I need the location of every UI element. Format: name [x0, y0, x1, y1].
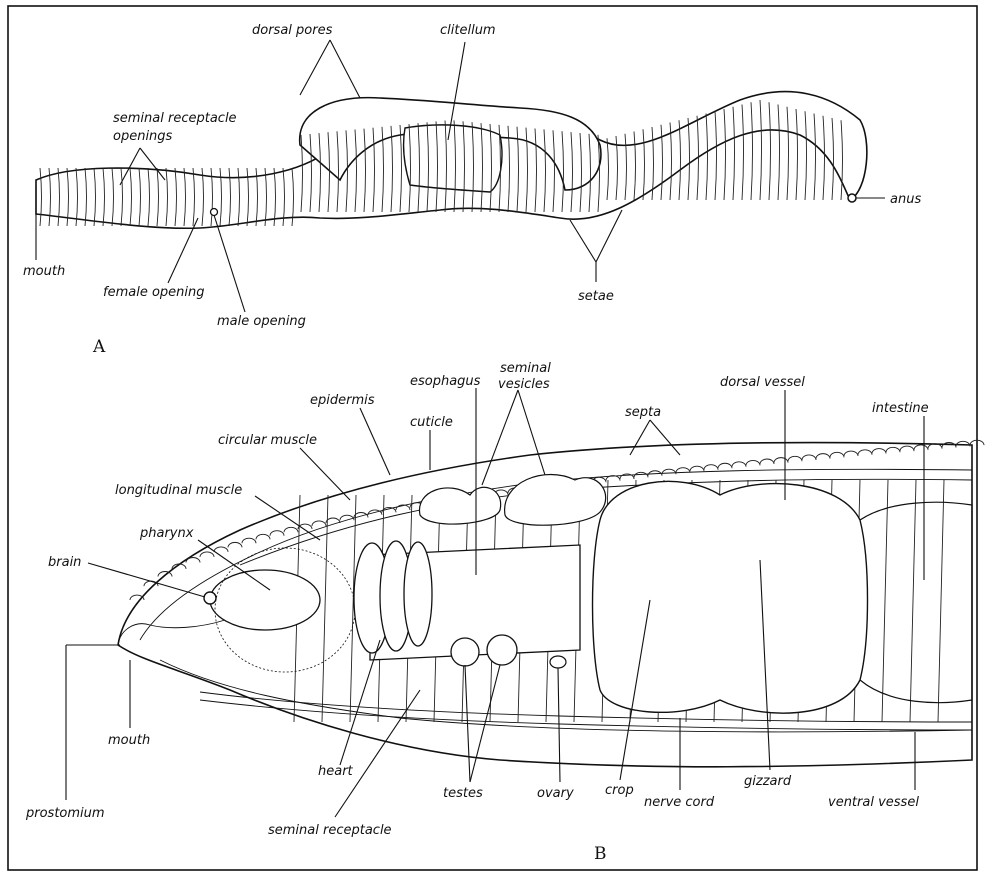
label-male-opening: male opening — [217, 314, 306, 329]
label-brain: brain — [48, 555, 81, 570]
label-gizzard: gizzard — [744, 774, 792, 789]
testis-2 — [487, 635, 517, 665]
panel-b-worm-internal — [118, 440, 984, 767]
seminal-vesicle-1 — [420, 487, 501, 524]
pharynx-shape — [210, 570, 320, 630]
label-nerve-cord: nerve cord — [644, 795, 715, 810]
label-dorsal-vessel: dorsal vessel — [720, 375, 805, 390]
label-setae: setae — [578, 289, 614, 304]
label-female-opening: female opening — [103, 285, 205, 300]
crop-gizzard-shape — [593, 481, 868, 713]
label-circular-muscle: circular muscle — [218, 433, 317, 448]
label-longitudinal-muscle: longitudinal muscle — [115, 483, 242, 498]
panel-letter-a: A — [92, 337, 106, 357]
anus-marker — [848, 194, 856, 202]
heart-ring-3 — [404, 542, 432, 646]
label-crop: crop — [605, 783, 634, 798]
label-pharynx: pharynx — [139, 526, 194, 541]
label-esophagus: esophagus — [410, 374, 481, 389]
male-opening-marker — [211, 209, 218, 216]
label-clitellum: clitellum — [440, 23, 496, 38]
label-seminal-receptacle-openings: seminal receptacle — [113, 111, 237, 126]
label-epidermis: epidermis — [310, 393, 375, 408]
label-heart: heart — [318, 764, 354, 779]
label-seminal-vesicles-line2: vesicles — [498, 377, 550, 392]
brain-shape — [204, 592, 216, 604]
label-ventral-vessel: ventral vessel — [828, 795, 919, 810]
ovary-shape — [550, 656, 566, 668]
panel-letter-b: B — [594, 844, 607, 864]
label-prostomium: prostomium — [25, 806, 105, 821]
label-mouth-a: mouth — [23, 264, 65, 279]
label-mouth-b: mouth — [108, 733, 150, 748]
label-intestine: intestine — [872, 401, 929, 416]
label-anus: anus — [890, 192, 921, 207]
label-cuticle: cuticle — [410, 415, 453, 430]
label-seminal-receptacle-openings-line2: openings — [113, 129, 173, 144]
label-seminal-receptacle: seminal receptacle — [268, 823, 392, 838]
testis-1 — [451, 638, 479, 666]
label-dorsal-pores: dorsal pores — [252, 23, 333, 38]
label-testes: testes — [443, 786, 483, 801]
label-ovary: ovary — [537, 786, 574, 801]
label-seminal-vesicles: seminal — [500, 361, 551, 376]
label-septa: septa — [625, 405, 661, 420]
